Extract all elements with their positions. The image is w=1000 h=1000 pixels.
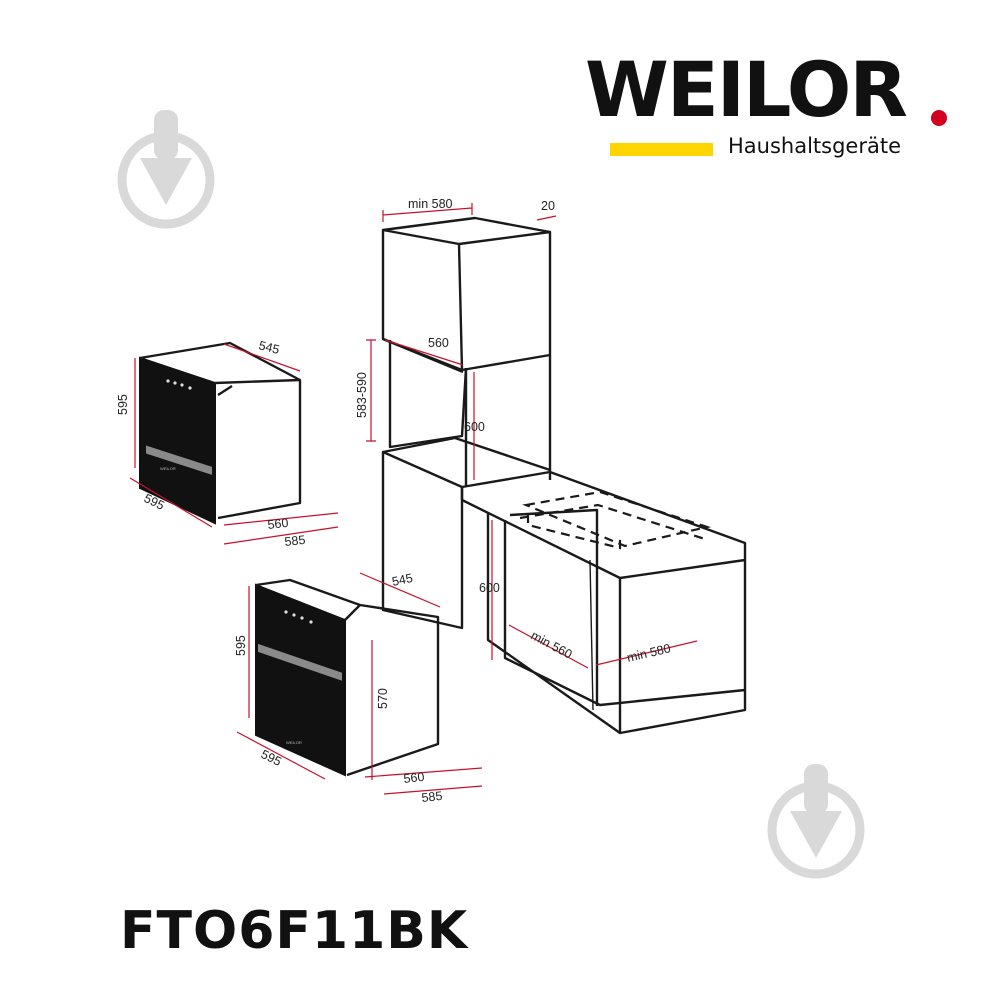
dimension-lines: [129, 203, 698, 795]
oven-bottom-panel-label: WEILOR: [286, 740, 302, 745]
oven-bottom: WEILOR: [255, 578, 440, 777]
brand-name: WEILOR: [585, 45, 908, 134]
dim-bottom-oven-width: 595: [259, 747, 284, 769]
column-cabinet: [381, 216, 552, 630]
oven-top-panel-label: WEILOR: [160, 466, 176, 471]
dim-column-inner-depth: 560: [428, 336, 449, 350]
dim-bottom-oven-depth-body: 560: [403, 770, 425, 786]
dim-top-oven-height: 595: [116, 394, 130, 415]
dim-top-oven-depth-top: 545: [257, 338, 281, 357]
dim-top-oven-depth-body: 560: [267, 516, 289, 532]
dim-counter-width-min: min 580: [626, 641, 673, 665]
dim-counter-depth-min: min 560: [529, 628, 575, 661]
dim-column-gap: 20: [541, 199, 555, 213]
dim-bottom-oven-body-height: 570: [376, 688, 390, 709]
dim-column-niche-height: 583-590: [355, 372, 369, 418]
under-counter-cabinet: [460, 470, 747, 735]
watermark-bottom-right: [767, 764, 865, 879]
watermark-top-left: [117, 110, 215, 229]
brand-accent-bar: [610, 143, 713, 156]
brand-tagline: Haushaltsgeräte: [728, 134, 902, 158]
dim-counter-niche-height: 600: [479, 581, 500, 595]
oven-top: WEILOR: [139, 341, 302, 525]
brand-dot: [931, 110, 947, 126]
dim-column-width-min: min 580: [408, 197, 453, 211]
dim-top-oven-depth-total: 585: [284, 533, 306, 549]
model-number: FTO6F11BK: [120, 901, 469, 961]
dim-column-niche-inner-height: 600: [464, 420, 485, 434]
dim-bottom-oven-height: 595: [234, 635, 248, 656]
dim-column-side-depth: 545: [391, 571, 414, 589]
brand-logo: WEILOR Haushaltsgeräte: [585, 52, 965, 172]
dim-bottom-oven-depth-total: 585: [421, 789, 443, 805]
